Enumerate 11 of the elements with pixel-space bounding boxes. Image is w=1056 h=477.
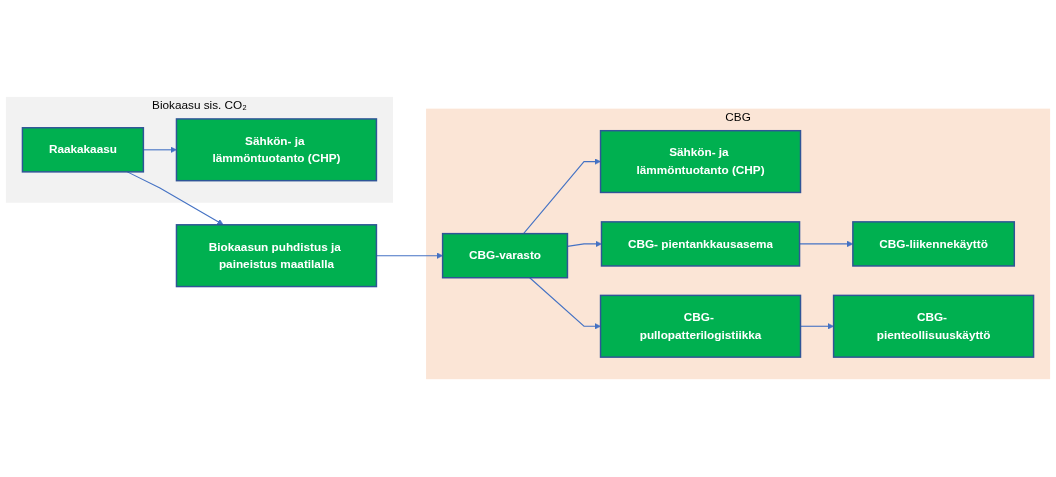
node-box: Sähkön- ja lämmöntuotanto (CHP): [599, 130, 802, 194]
node-box: CBG- pullopatterilogistiikka: [599, 295, 802, 359]
node-box: Raakakaasu: [21, 127, 145, 174]
node-box: CBG-liikennekäyttö: [852, 221, 1016, 268]
node-box: Sähkön- ja lämmöntuotanto (CHP): [175, 118, 378, 182]
node-box: CBG- pientankkausasema: [600, 221, 801, 268]
node-box: CBG-varasto: [441, 233, 569, 279]
node-box: CBG- pienteollisuuskäyttö: [832, 295, 1035, 359]
arrow: [529, 277, 601, 330]
node-box: Biokaasun puhdistus ja paineistus maatilalla: [175, 224, 378, 288]
arrow: [523, 158, 601, 235]
